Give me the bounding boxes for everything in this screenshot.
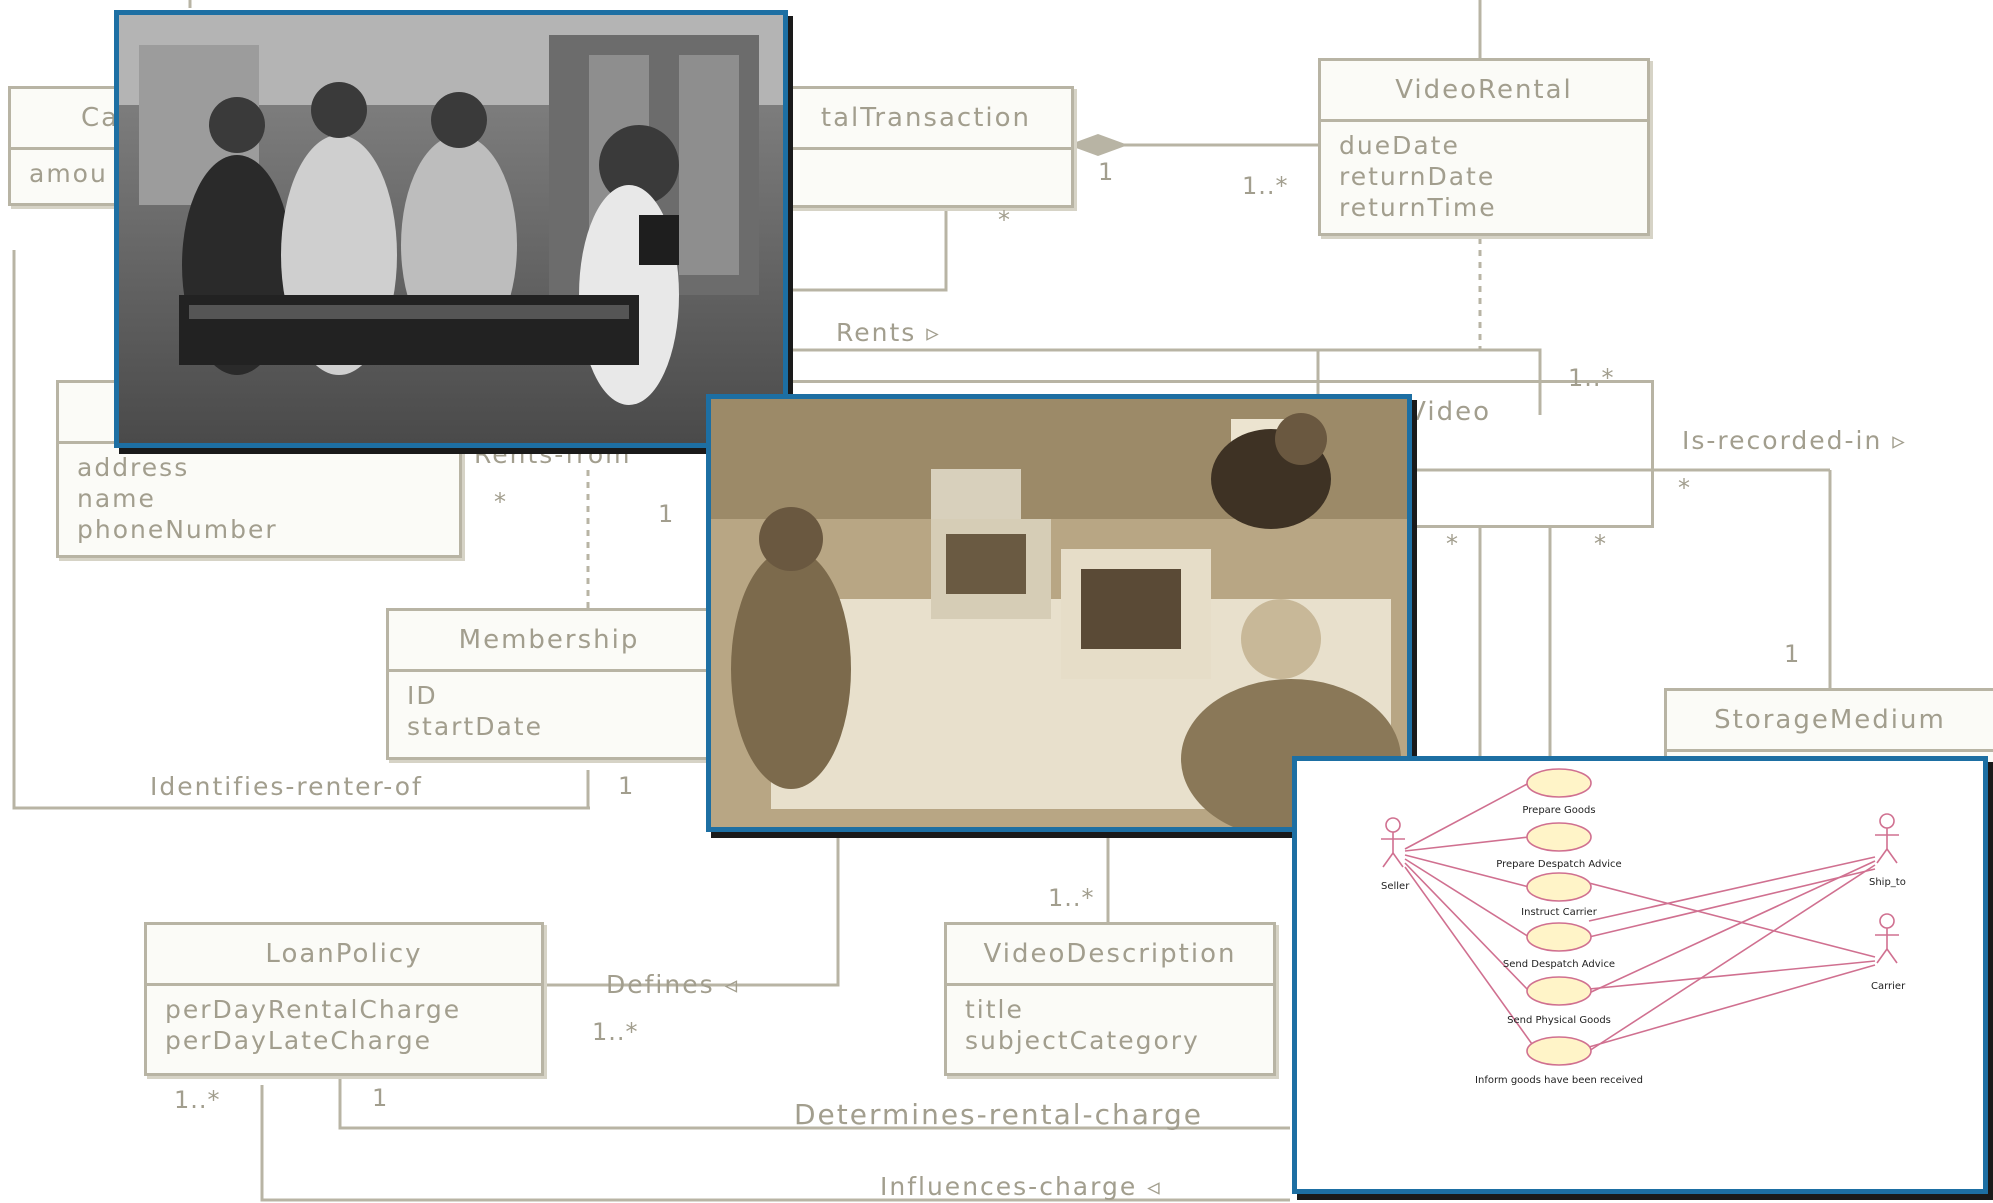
composition-diamond <box>1068 134 1128 156</box>
multiplicity: * <box>998 206 1011 234</box>
multiplicity: 1 <box>1784 640 1801 668</box>
multiplicity: 1..* <box>174 1086 221 1114</box>
class-title: VideoRental <box>1321 61 1647 122</box>
use-case-label: Prepare Goods <box>1522 805 1595 816</box>
use-case-label: Prepare Despatch Advice <box>1496 859 1621 870</box>
class-title: talTransaction <box>743 89 1071 150</box>
class-title: LoanPolicy <box>147 925 541 986</box>
multiplicity: * <box>494 488 507 516</box>
class-attribute: phoneNumber <box>77 515 278 544</box>
association-label-identifies-renter-of: Identifies-renter-of <box>150 772 423 801</box>
class-video-rental: VideoRental dueDate returnDate returnTim… <box>1318 58 1650 236</box>
use-case-diagram: Seller Ship_to Carrier Prepare Goods Pre… <box>1381 768 1906 1086</box>
actor-label-seller: Seller <box>1381 881 1410 892</box>
class-title: VideoDescription <box>947 925 1273 986</box>
multiplicity: 1 <box>658 500 675 528</box>
multiplicity: 1 <box>618 772 635 800</box>
class-attribute: subjectCategory <box>965 1026 1200 1055</box>
class-title: Membership <box>389 611 709 672</box>
class-attribute: title <box>965 995 1024 1024</box>
class-title: Ca <box>11 89 201 150</box>
class-attribute: startDate <box>407 712 543 741</box>
multiplicity: 1 <box>1098 158 1115 186</box>
multiplicity: 1..* <box>1568 364 1615 392</box>
actor-seller-figure <box>1381 817 1405 868</box>
class-loan-policy: LoanPolicy perDayRentalCharge perDayLate… <box>144 922 544 1076</box>
use-case-label: Send Physical Goods <box>1507 1015 1611 1026</box>
multiplicity: 1..* <box>1048 884 1095 912</box>
actor-ship-to-figure <box>1875 813 1899 864</box>
association-label-is-recorded-in: Is-recorded-in ▹ <box>1682 426 1907 455</box>
use-case-ellipse <box>1526 976 1592 1006</box>
use-case-ellipse <box>1526 872 1592 902</box>
multiplicity: 1..* <box>1242 172 1289 200</box>
actor-carrier-figure <box>1875 913 1899 964</box>
association-label-defines: Defines ◃ <box>606 970 740 999</box>
association-label-determines-rental-charge: Determines-rental-charge <box>794 1098 1203 1131</box>
multiplicity: * <box>1678 474 1691 502</box>
actor-label-ship-to: Ship_to <box>1869 877 1906 888</box>
students-at-computers-photo <box>706 394 1412 832</box>
multiplicity: * <box>1446 530 1459 558</box>
actor-label-carrier: Carrier <box>1871 981 1906 992</box>
customers-at-rental-counter-photo <box>114 10 788 448</box>
use-case-ellipse <box>1526 768 1592 798</box>
class-video-description: VideoDescription title subjectCategory <box>944 922 1276 1076</box>
multiplicity: 1 <box>372 1084 389 1112</box>
class-attribute: dueDate <box>1339 131 1460 160</box>
class-attribute: amou <box>29 159 108 188</box>
multiplicity: 1..* <box>592 1018 639 1046</box>
class-attribute: returnDate <box>1339 162 1496 191</box>
class-rental-transaction: talTransaction <box>740 86 1074 208</box>
use-case-label: Instruct Carrier <box>1521 907 1598 918</box>
class-title: StorageMedium <box>1667 691 1993 752</box>
use-case-ellipse <box>1526 1036 1592 1066</box>
association-label-influences-charge: Influences-charge ◃ <box>880 1172 1162 1201</box>
use-case-ellipse <box>1526 922 1592 952</box>
class-attribute: perDayLateCharge <box>165 1026 433 1055</box>
use-case-ellipse <box>1526 822 1592 852</box>
association-label-rents: Rents ▹ <box>836 318 941 347</box>
use-case-label: Send Despatch Advice <box>1503 959 1615 970</box>
class-attribute: perDayRentalCharge <box>165 995 462 1024</box>
class-attribute: address <box>77 453 190 482</box>
class-attribute: returnTime <box>1339 193 1497 222</box>
use-case-diagram-panel: Seller Ship_to Carrier Prepare Goods Pre… <box>1292 756 1988 1194</box>
multiplicity: * <box>1594 530 1607 558</box>
class-membership: Membership ID startDate <box>386 608 712 760</box>
class-title: Video <box>1408 397 1491 427</box>
class-attribute: name <box>77 484 156 513</box>
class-attribute: ID <box>407 681 438 710</box>
use-case-label: Inform goods have been received <box>1475 1075 1643 1086</box>
